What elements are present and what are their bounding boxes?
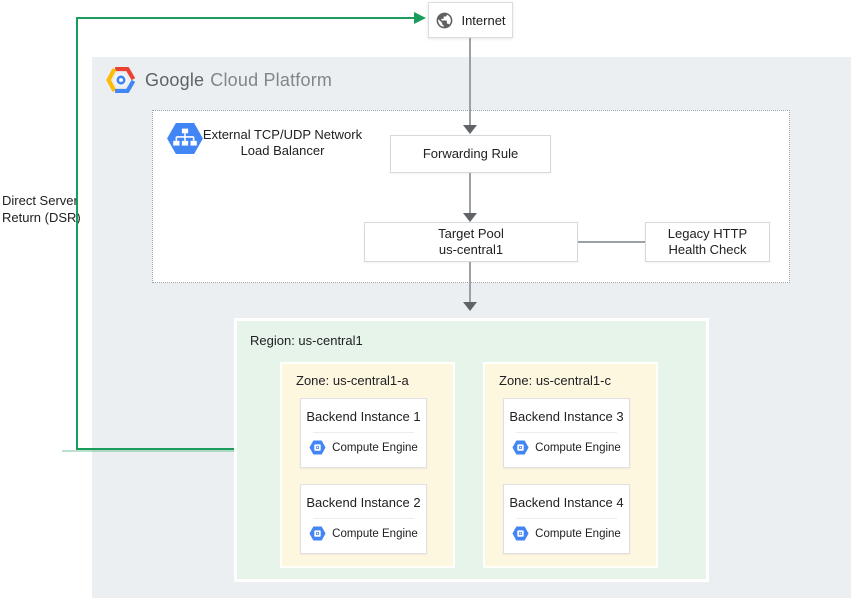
backend-instance-title: Backend Instance 2 [306, 495, 421, 510]
backend-instance-card: Backend Instance 4 Compute Engine [503, 484, 630, 554]
arrowhead-right-icon [414, 12, 426, 24]
zone-box-us-central1-a: Zone: us-central1-a Backend Instance 1 C… [280, 362, 455, 568]
dsr-path-bottom-line [76, 448, 234, 450]
zone-label: Zone: us-central1-a [296, 373, 409, 388]
health-check-label-line2: Health Check [668, 242, 747, 257]
compute-engine-hexagon-icon [512, 440, 529, 455]
target-pool-label-line2: us-central1 [438, 242, 504, 257]
compute-engine-label: Compute Engine [332, 527, 418, 540]
dsr-label: Direct Server Return (DSR) [2, 192, 81, 226]
arrowhead-down-icon [463, 125, 477, 134]
compute-engine-row: Compute Engine [301, 440, 426, 455]
dsr-label-line1: Direct Server [2, 193, 78, 208]
load-balancer-title: External TCP/UDP Network Load Balancer [200, 127, 365, 159]
dsr-path-echo-line [62, 450, 234, 452]
backend-instance-title: Backend Instance 3 [509, 409, 624, 424]
target-pool-label-line1: Target Pool [438, 226, 504, 241]
compute-engine-label: Compute Engine [535, 441, 621, 454]
gcp-brand-suffix-text: Cloud Platform [210, 69, 333, 90]
compute-engine-hexagon-icon [309, 440, 326, 455]
health-check-label-line1: Legacy HTTP [667, 226, 748, 241]
zone-box-us-central1-c: Zone: us-central1-c Backend Instance 3 C… [483, 362, 658, 568]
compute-engine-row: Compute Engine [301, 526, 426, 541]
load-balancer-title-line1: External TCP/UDP Network [202, 127, 363, 142]
backend-instance-card: Backend Instance 3 Compute Engine [503, 398, 630, 468]
zone-label: Zone: us-central1-c [499, 373, 611, 388]
target-pool-node: Target Pool us-central1 [364, 222, 578, 262]
card-divider [516, 432, 617, 433]
globe-icon [437, 12, 453, 28]
dsr-path-vertical-line [76, 17, 78, 450]
compute-engine-row: Compute Engine [504, 440, 629, 455]
load-balancer-title-line2: Load Balancer [240, 143, 325, 158]
card-divider [313, 432, 414, 433]
backend-instance-card: Backend Instance 2 Compute Engine [300, 484, 427, 554]
connector-target-pool-to-region [469, 262, 471, 302]
health-check-node: Legacy HTTP Health Check [645, 222, 770, 262]
compute-engine-label: Compute Engine [535, 527, 621, 540]
connector-forwarding-rule-to-target-pool [469, 173, 471, 213]
backend-instance-title: Backend Instance 1 [306, 409, 421, 424]
gcp-logo: Google Cloud Platform [106, 67, 332, 93]
region-box: Region: us-central1 Zone: us-central1-a … [234, 318, 709, 582]
load-balancer-group-box: External TCP/UDP Network Load Balancer F… [152, 110, 790, 283]
card-divider [313, 518, 414, 519]
backend-instance-title: Backend Instance 4 [509, 495, 624, 510]
gcp-brand-text: Google [145, 69, 205, 90]
gcp-hexagon-logo-icon [106, 67, 136, 93]
internet-label: Internet [461, 12, 506, 28]
compute-engine-row: Compute Engine [504, 526, 629, 541]
dsr-label-line2: Return (DSR) [2, 210, 81, 225]
load-balancer-hexagon-icon [167, 122, 203, 155]
connector-internet-to-forwarding-rule [469, 38, 471, 125]
arrowhead-down-icon [463, 302, 477, 311]
compute-engine-hexagon-icon [309, 526, 326, 541]
compute-engine-hexagon-icon [512, 526, 529, 541]
compute-engine-label: Compute Engine [332, 441, 418, 454]
forwarding-rule-label: Forwarding Rule [422, 146, 519, 161]
connector-target-pool-to-health-check [578, 241, 645, 243]
backend-instance-card: Backend Instance 1 Compute Engine [300, 398, 427, 468]
card-divider [516, 518, 617, 519]
forwarding-rule-node: Forwarding Rule [390, 135, 551, 173]
region-label: Region: us-central1 [250, 333, 363, 348]
dsr-path-top-line [76, 17, 415, 19]
arrowhead-down-icon [463, 213, 477, 222]
internet-node: Internet [428, 2, 513, 38]
